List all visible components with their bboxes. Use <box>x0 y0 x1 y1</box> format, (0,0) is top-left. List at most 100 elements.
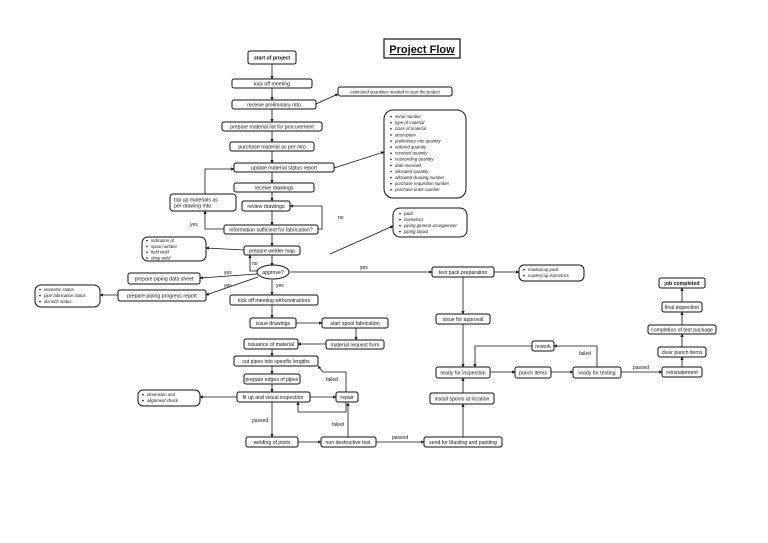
note-item: type of material <box>395 120 425 125</box>
svg-text:issue for approval: issue for approval <box>443 317 484 323</box>
node-welding: welding of joints <box>245 436 299 448</box>
label-no-info: no <box>338 215 344 221</box>
svg-text:test pack preparation: test pack preparation <box>439 270 488 276</box>
bullet-icon <box>146 257 148 259</box>
node-mrf: material request form <box>325 339 385 350</box>
label-failed-ndt: failed <box>332 422 344 428</box>
node-ready-inspection: ready for inspection <box>435 366 491 379</box>
svg-text:estimated quantities needed to: estimated quantities needed to start the… <box>350 90 440 95</box>
svg-text:update material status report: update material status report <box>251 166 318 172</box>
svg-text:send for blasting and painting: send for blasting and painting <box>429 440 497 446</box>
svg-text:fit up and visual inspection: fit up and visual inspection <box>243 395 304 401</box>
bullet-icon <box>39 288 41 291</box>
svg-text:kick off meeting withcontracto: kick off meeting withcontractors <box>238 298 311 304</box>
bullet-icon <box>390 128 392 130</box>
bullet-icon <box>399 218 401 221</box>
bullet-icon <box>146 239 148 242</box>
note-item: dimension and <box>147 392 176 397</box>
node-cut-pipes: cut pipes into specific lengths <box>233 355 319 367</box>
svg-text:start spool fabrication: start spool fabrication <box>330 321 379 327</box>
node-prep-material: prepare material list for procurement <box>221 121 323 132</box>
title-box <box>383 38 461 59</box>
note-item: date received <box>395 163 421 168</box>
svg-text:punch items: punch items <box>519 371 547 377</box>
note-item: preliminary mto quantity <box>394 138 441 143</box>
page-title: Project Flow <box>389 44 455 56</box>
svg-text:issue drawings: issue drawings <box>256 321 291 327</box>
node-final-inspection: final inspection <box>661 301 703 313</box>
note-item: ordered quantity <box>395 145 427 150</box>
edge-labels: no yes no yes yes yes yes failed passed … <box>190 215 649 441</box>
node-start: start of project <box>247 50 297 65</box>
bullet-icon <box>146 251 148 253</box>
bullet-icon <box>523 268 525 271</box>
svg-text:clear punch items: clear punch items <box>662 350 703 356</box>
svg-text:repair: repair <box>340 395 354 401</box>
svg-text:receive preliminary mto: receive preliminary mto <box>247 103 301 109</box>
note-item: isometric status <box>44 287 75 292</box>
bullet-icon <box>399 212 401 215</box>
node-receive-drawings: receive drawings <box>233 182 315 193</box>
label-no-approve: no <box>252 261 258 267</box>
node-estimated: estimated quantities needed to start the… <box>337 86 453 97</box>
node-rework: rework <box>531 340 555 352</box>
note-item: allocated drawing number <box>395 175 445 180</box>
svg-text:ready for inspection: ready for inspection <box>440 371 485 377</box>
note-item: alignment check <box>147 398 179 403</box>
label-failed-testing: failed <box>579 351 591 357</box>
svg-text:prepare material list for proc: prepare material list for procurement <box>230 125 314 131</box>
svg-text:cut pipes into specific length: cut pipes into specific lengths <box>242 359 310 365</box>
node-issuance: issuance of material <box>243 338 299 350</box>
svg-text:prepare piping progress report: prepare piping progress report <box>127 294 197 300</box>
label-passed-ndt: passed <box>392 435 408 441</box>
bullet-icon <box>390 170 392 173</box>
svg-text:reinstatement: reinstatement <box>666 370 698 376</box>
node-fitup: fit up and visual inspection <box>236 391 311 403</box>
note-item: piping layout <box>403 229 429 234</box>
svg-text:final inspection: final inspection <box>665 305 699 311</box>
bullet-icon <box>390 146 392 148</box>
node-ready-testing: ready for testing <box>572 366 622 379</box>
bullet-icon <box>390 189 392 191</box>
svg-text:receive drawings: receive drawings <box>255 186 294 192</box>
bullet-icon <box>399 224 401 227</box>
svg-text:information sufficient for fab: information sufficient for fabrication? <box>229 228 312 234</box>
node-kickoff: kick off meeting <box>231 78 313 89</box>
bullet-icon <box>390 158 392 161</box>
node-repair: repair <box>335 391 359 403</box>
note-item: piping general arrangement <box>403 223 457 228</box>
bullet-icon <box>523 274 525 277</box>
svg-text:install spools at location: install spools at location <box>435 397 490 403</box>
bullet-icon <box>390 152 392 154</box>
node-issue-approval: issue for approval <box>435 313 491 325</box>
label-passed-testing: passed <box>633 365 649 371</box>
note-item: field weld <box>151 250 170 255</box>
node-info-sufficient: information sufficient for fabrication? <box>223 224 319 235</box>
top-up-text-line2: per drawing mto <box>174 204 211 210</box>
note-item: shop weld <box>151 255 171 260</box>
node-approve: approve? <box>256 264 290 280</box>
svg-text:welding of joints: welding of joints <box>254 440 291 446</box>
svg-text:prepare piping data sheet: prepare piping data sheet <box>135 277 194 283</box>
node-test-pack: test pack preparation <box>431 266 495 278</box>
svg-text:ready for testing: ready for testing <box>578 371 615 377</box>
bullet-icon <box>142 399 144 402</box>
note-item: isometrics <box>404 217 424 222</box>
note-item: pipe fabrication status <box>43 293 87 298</box>
note-item: class of material <box>395 126 427 131</box>
svg-text:approve?: approve? <box>262 270 284 276</box>
node-job-completed: job completed <box>658 277 706 289</box>
label-yes-progress: yes <box>224 283 232 289</box>
label-yes-test-pack: yes <box>360 265 368 271</box>
node-review-drawings: review drawings <box>241 200 291 212</box>
